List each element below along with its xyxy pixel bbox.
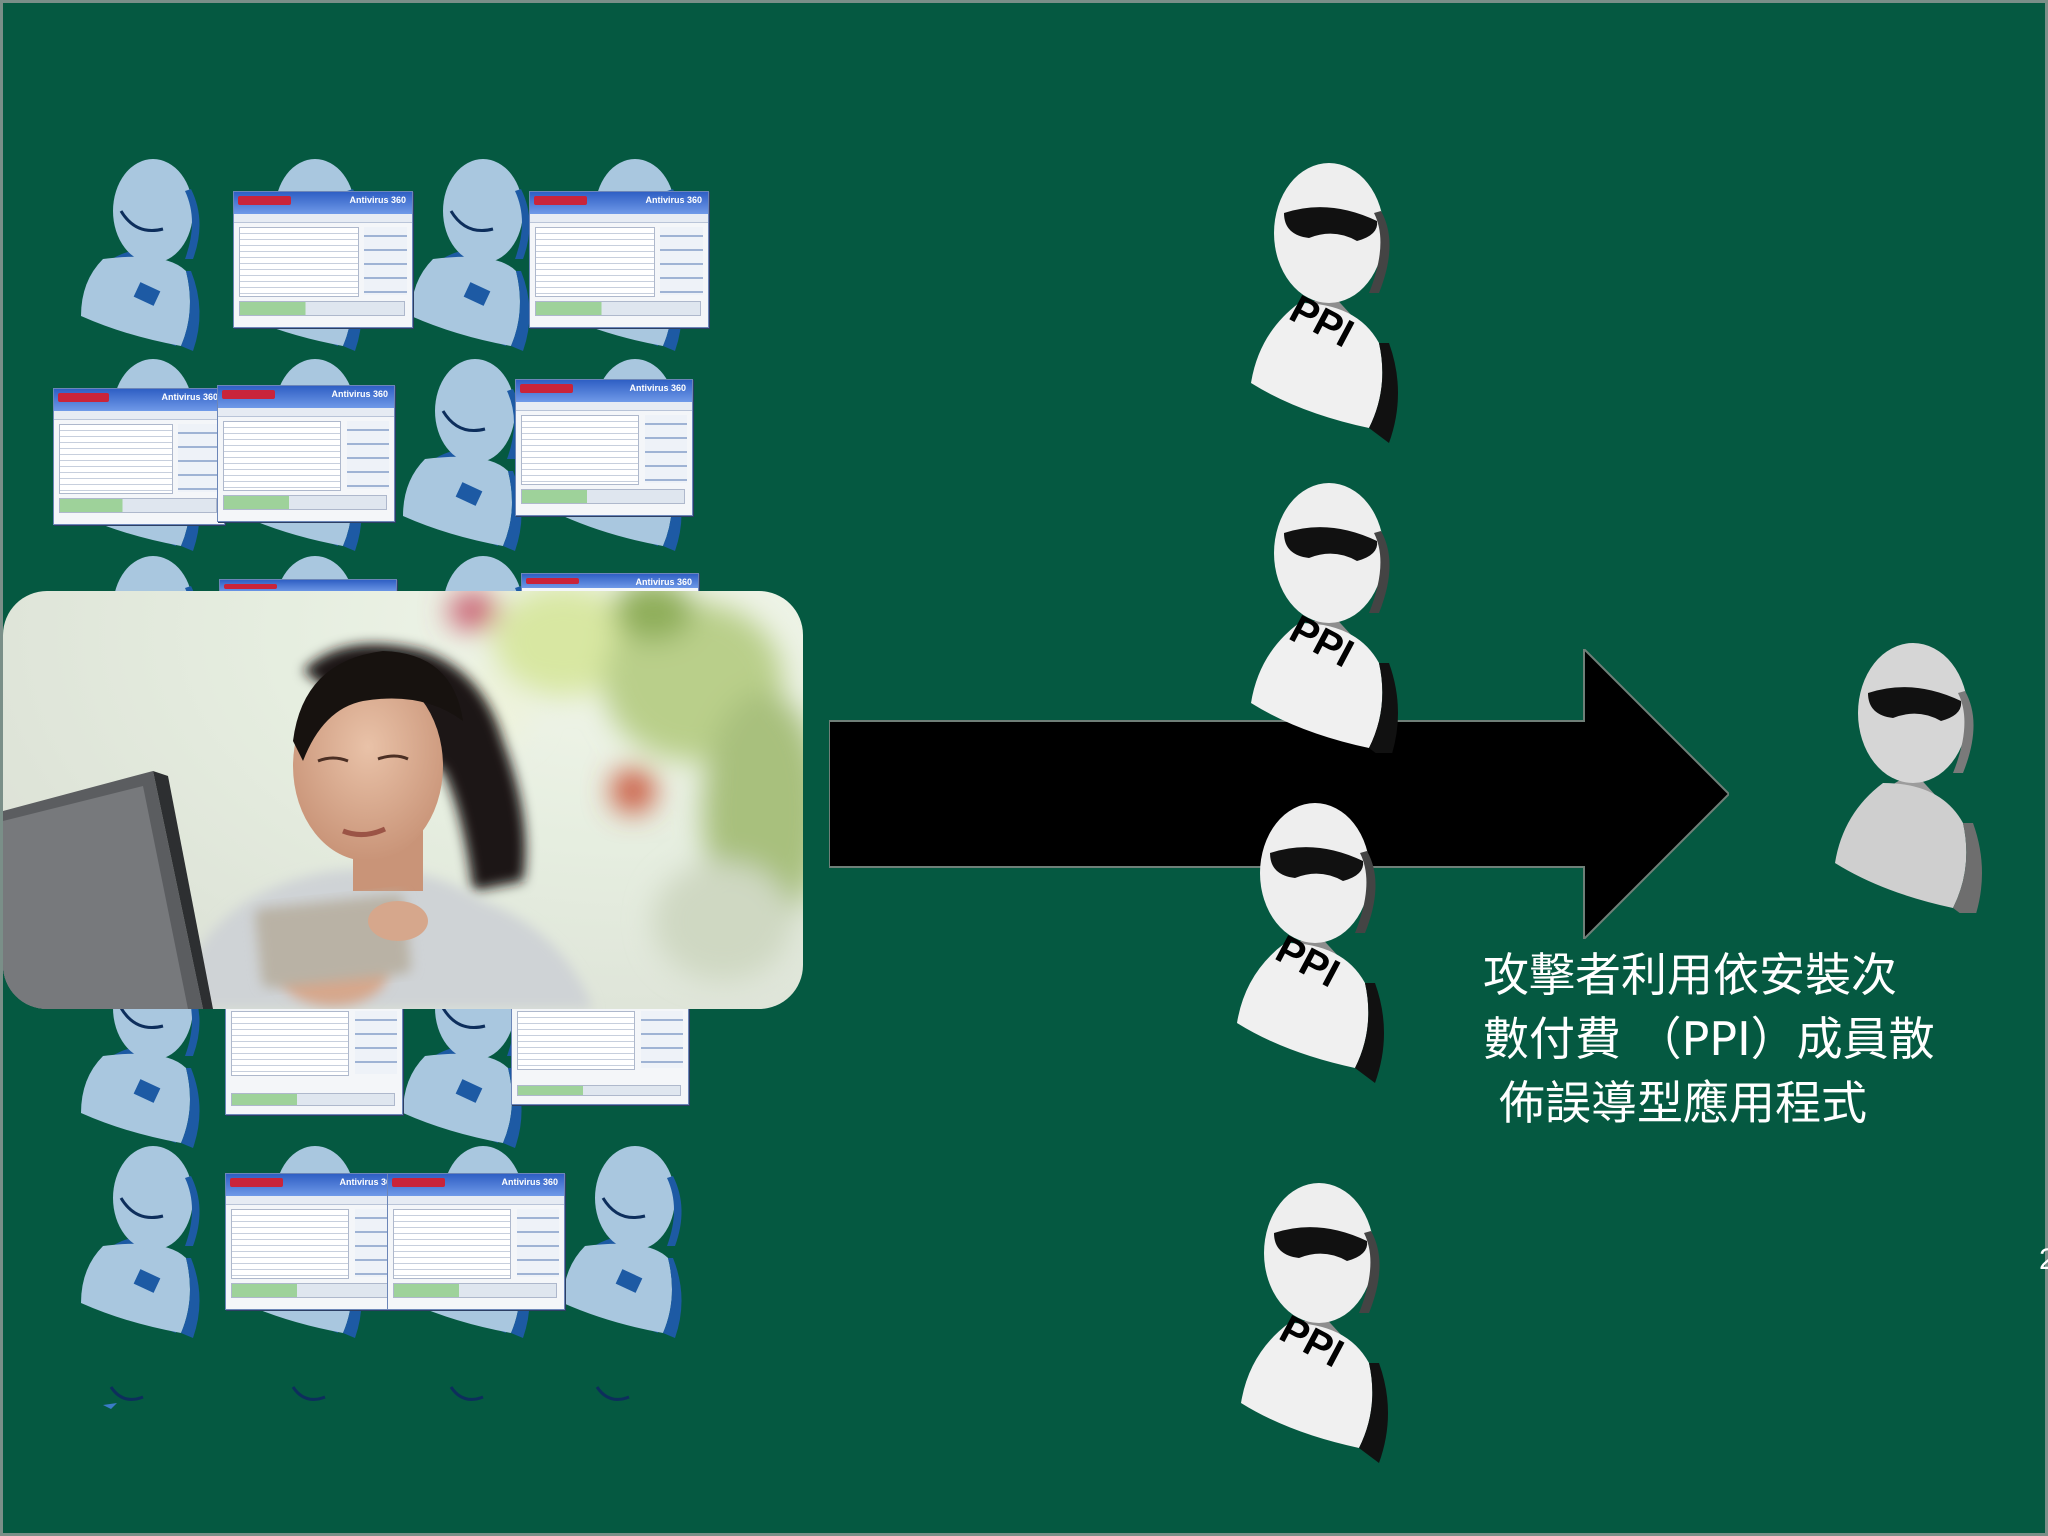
user-icon-partial bbox=[103, 1386, 144, 1409]
user-icon bbox=[563, 1144, 684, 1338]
fake-antivirus-window bbox=[225, 1008, 403, 1115]
ppi-attacker-icon: PPI bbox=[1251, 163, 1398, 443]
fake-antivirus-window: Antivirus 360 bbox=[225, 1173, 403, 1310]
user-icon bbox=[81, 1144, 202, 1338]
fake-antivirus-window: Antivirus 360 bbox=[53, 388, 225, 525]
user-icon bbox=[403, 357, 524, 551]
fake-antivirus-window: Antivirus 360 bbox=[233, 191, 413, 328]
user-icon-partial bbox=[449, 1386, 484, 1401]
caption-line: 佈誤導型應用程式 bbox=[1499, 1076, 1867, 1130]
user-icon bbox=[81, 157, 202, 351]
fake-antivirus-window: Antivirus 360 bbox=[529, 191, 709, 328]
ppi-attacker-icon: PPI bbox=[1237, 803, 1384, 1083]
ppi-attacker-icon: PPI bbox=[1251, 483, 1398, 753]
caption-line: 攻擊者利用依安裝次 bbox=[1483, 948, 1897, 1002]
fake-antivirus-window: Antivirus 360 bbox=[515, 379, 693, 516]
ppi-attacker-icon: PPI bbox=[1241, 1183, 1388, 1463]
user-icon-partial bbox=[291, 1386, 326, 1401]
user-icon-partial bbox=[595, 1386, 630, 1401]
page-number: 2 bbox=[2039, 1243, 2048, 1276]
arrow-icon bbox=[829, 649, 1729, 939]
woman-with-laptop-photo bbox=[3, 591, 803, 1009]
caption: 攻擊者利用依安裝次 數付費 （PPI）成員散 佈誤導型應用程式 bbox=[1483, 943, 2023, 1135]
user-icon bbox=[411, 157, 532, 351]
attacker-icon bbox=[1835, 643, 1982, 913]
fake-antivirus-window: Antivirus 360 bbox=[387, 1173, 565, 1310]
caption-line: 數付費 （PPI）成員散 bbox=[1483, 1012, 1935, 1066]
fake-antivirus-window bbox=[511, 1008, 689, 1105]
fake-antivirus-window: Antivirus 360 bbox=[217, 385, 395, 522]
